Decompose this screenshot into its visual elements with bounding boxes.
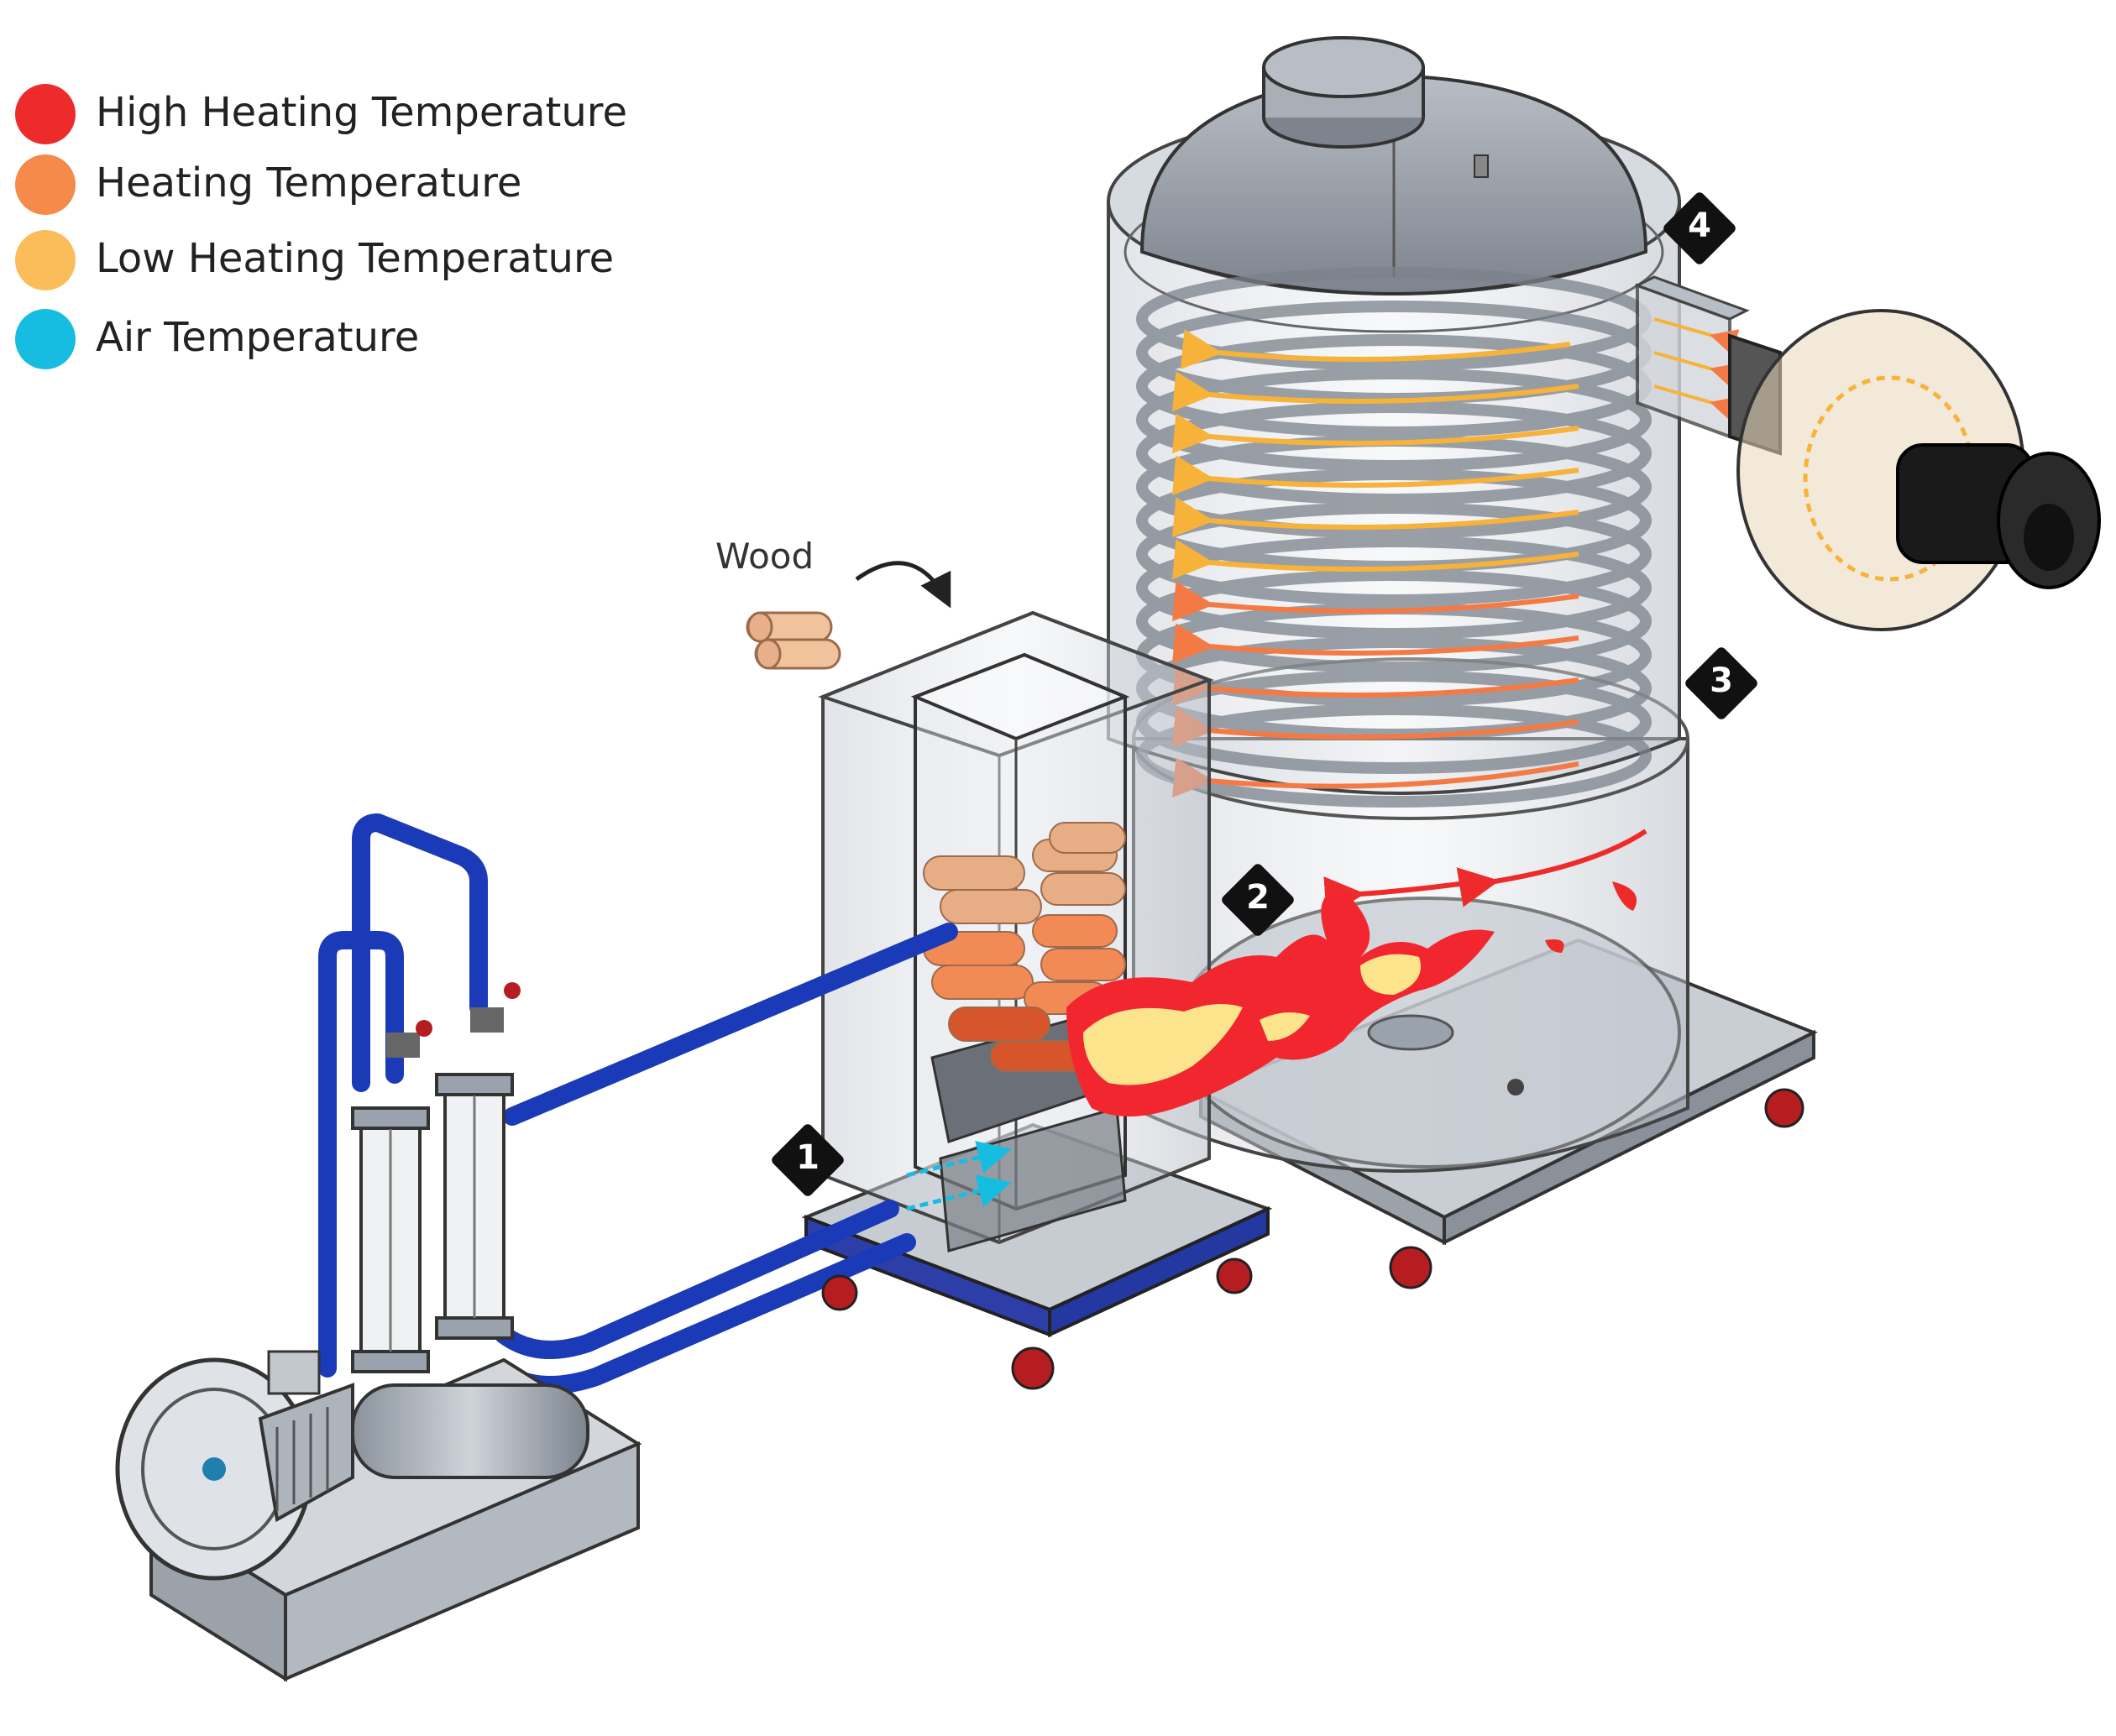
wood-fuel-stack — [923, 822, 1126, 1072]
legend-item-high-heating: High Heating Temperature — [15, 84, 687, 151]
marker-3: 3 — [1683, 645, 1760, 722]
legend-item-heating: Heating Temperature — [15, 154, 687, 222]
pipe-valves — [386, 982, 521, 1058]
flow-arrows-low — [1172, 329, 1579, 580]
legend-label-low-heating: Low Heating Temperature — [96, 235, 615, 282]
marker-2: 2 — [1219, 861, 1296, 939]
marker-1: 1 — [769, 1122, 846, 1199]
air-inlet-arrows — [906, 1141, 1012, 1211]
legend-item-air: Air Temperature — [15, 309, 687, 376]
marker-4: 4 — [1661, 190, 1738, 267]
legend-label-heating: Heating Temperature — [96, 159, 522, 207]
flame-spark-small — [1545, 939, 1564, 953]
legend-label-air: Air Temperature — [96, 314, 420, 361]
casters — [821, 1088, 1804, 1390]
legend-item-low-heating: Low Heating Temperature — [15, 230, 687, 297]
flow-arrows-high — [1323, 829, 1647, 917]
air-blower — [115, 1350, 642, 1682]
legend-label-high-heating: High Heating Temperature — [96, 89, 627, 136]
wood-label: Wood — [715, 536, 814, 577]
gasifier-chamber — [801, 610, 1273, 1338]
heat-exchange-coil — [1136, 267, 1652, 808]
legend-dot-heating — [15, 154, 76, 215]
wood-feed-arrow — [855, 561, 951, 609]
flame-spark-right — [1612, 881, 1637, 911]
exhaust-blower — [1634, 275, 2101, 631]
legend-dot-air — [15, 309, 76, 369]
legend-dot-low-heating — [15, 230, 76, 290]
flow-meters — [351, 1073, 514, 1373]
legend-dot-high-heating — [15, 84, 76, 144]
flow-arrows-medium — [1172, 581, 1579, 798]
flame — [1066, 890, 1495, 1116]
wood-logs-icon — [746, 611, 841, 670]
